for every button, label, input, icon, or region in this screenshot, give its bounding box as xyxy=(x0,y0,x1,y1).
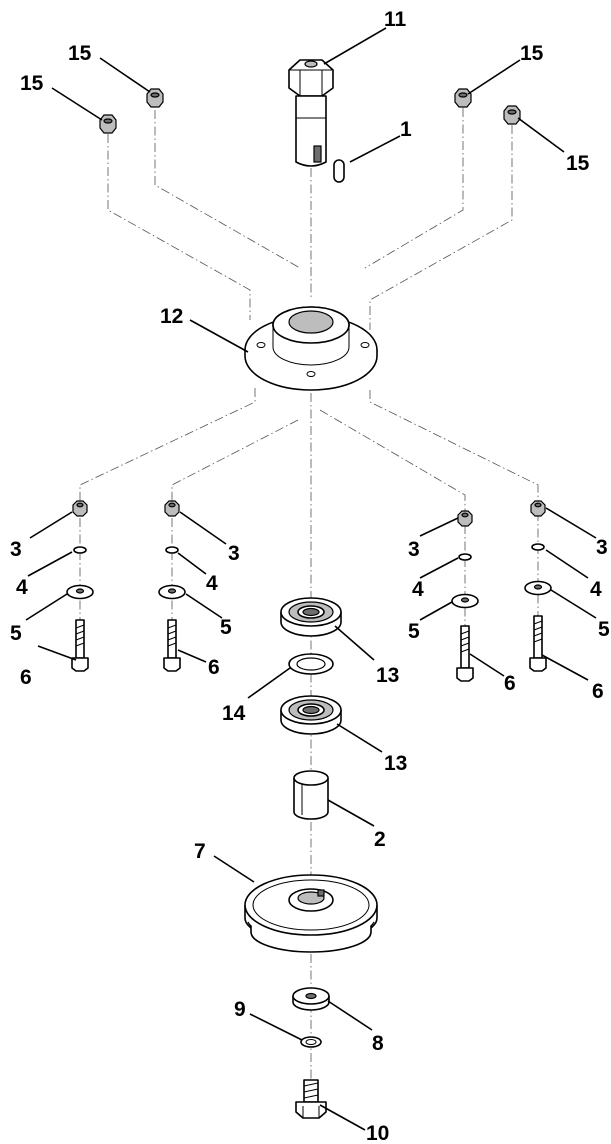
callout-5: 5 xyxy=(10,622,22,645)
callout-4: 4 xyxy=(16,576,28,599)
flange-nut-parts xyxy=(99,88,521,134)
woodruff-key-part xyxy=(333,159,345,183)
callout-6: 6 xyxy=(208,656,220,679)
callout-15: 15 xyxy=(68,42,92,65)
callout-15: 15 xyxy=(20,72,44,95)
callout-8: 8 xyxy=(372,1032,384,1055)
spacer-sleeve-part xyxy=(293,770,329,820)
hex-bolt-part xyxy=(295,1079,327,1119)
callout-15: 15 xyxy=(566,152,590,175)
leader-lines xyxy=(25,27,597,1131)
callout-5: 5 xyxy=(408,620,420,643)
callout-1: 1 xyxy=(400,118,412,141)
lock-washer-part xyxy=(300,1036,322,1048)
callout-7: 7 xyxy=(194,840,206,863)
ball-bearing-lower xyxy=(280,695,342,735)
callout-6: 6 xyxy=(592,680,604,703)
bolt-stack-center-left xyxy=(158,500,186,672)
callout-4: 4 xyxy=(206,572,218,595)
large-washer-part xyxy=(292,987,330,1011)
callout-11: 11 xyxy=(384,8,407,31)
callout-3: 3 xyxy=(408,538,420,561)
callout-13: 13 xyxy=(384,752,407,775)
callout-4: 4 xyxy=(412,578,424,601)
callout-5: 5 xyxy=(598,618,610,641)
bolt-stack-right xyxy=(524,500,552,672)
spacer-washer-part xyxy=(288,653,334,675)
callout-6: 6 xyxy=(504,672,516,695)
bearing-housing-part xyxy=(244,306,378,391)
ball-bearing-upper xyxy=(280,597,342,637)
callout-labels: 11 15 15 15 15 1 12 3 4 5 6 3 4 5 6 3 4 … xyxy=(10,8,610,1144)
callout-6: 6 xyxy=(20,666,32,689)
callout-3: 3 xyxy=(596,536,608,559)
callout-12: 12 xyxy=(160,305,183,328)
spindle-shaft-part xyxy=(288,59,334,167)
callout-3: 3 xyxy=(228,542,240,565)
callout-13: 13 xyxy=(376,664,399,687)
callout-10: 10 xyxy=(366,1122,389,1144)
callout-3: 3 xyxy=(10,538,22,561)
callout-4: 4 xyxy=(590,578,602,601)
callout-14: 14 xyxy=(222,702,246,725)
bolt-stack-center-right xyxy=(451,510,479,682)
callout-9: 9 xyxy=(234,998,246,1021)
callout-15: 15 xyxy=(520,42,544,65)
bolt-stack-left xyxy=(66,500,94,672)
pulley-part xyxy=(244,874,378,953)
callout-5: 5 xyxy=(220,616,232,639)
callout-2: 2 xyxy=(374,828,386,851)
